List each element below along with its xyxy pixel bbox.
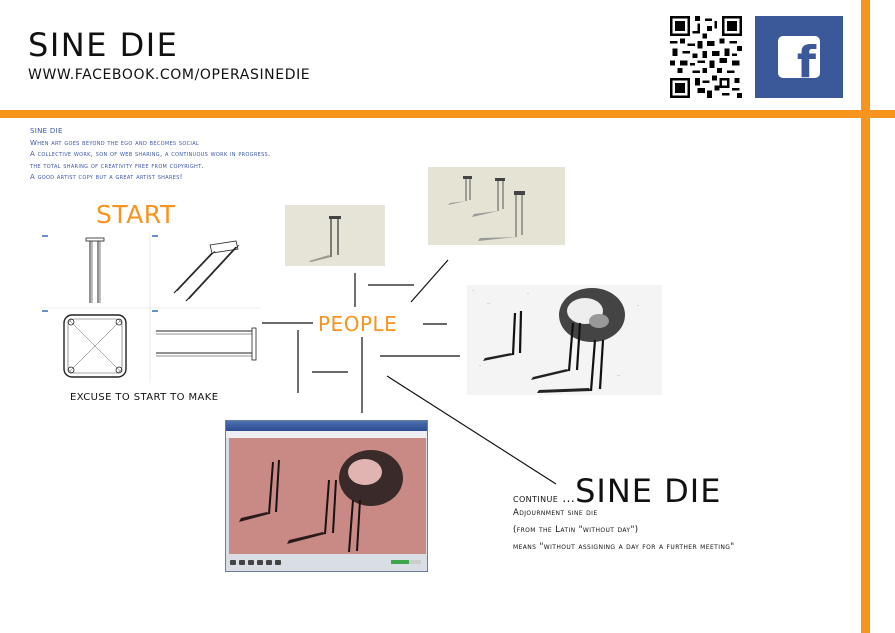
definition-line: Adjournment sine die bbox=[513, 508, 598, 518]
excuse-caption: EXCUSE TO START TO MAKE bbox=[70, 392, 219, 403]
player-titlebar bbox=[226, 421, 427, 431]
intro-line: the total sharing of creativity free fro… bbox=[30, 161, 204, 170]
previous-icon bbox=[239, 559, 245, 565]
volume-bar bbox=[391, 560, 421, 564]
sculptures-photo-group bbox=[428, 167, 565, 245]
continue-heading: continue ...SINE DIE bbox=[513, 472, 721, 510]
definition-line: means "without assigning a day for a fur… bbox=[513, 542, 735, 552]
definition-line: (from the Latin "without day") bbox=[513, 525, 639, 535]
intro-line: When art goes beyond the ego and becomes… bbox=[30, 138, 200, 147]
playlist-icon bbox=[275, 559, 281, 565]
start-label: START bbox=[96, 200, 176, 229]
sculptures-photo-highcontrast bbox=[467, 285, 662, 395]
fullscreen-icon bbox=[266, 559, 272, 565]
play-icon bbox=[230, 559, 236, 565]
facebook-url[interactable]: WWW.FACEBOOK.COM/OPERASINEDIE bbox=[28, 67, 311, 83]
horizontal-accent-bar bbox=[0, 110, 895, 118]
cad-drawings-image bbox=[40, 233, 260, 383]
continue-title: SINE DIE bbox=[575, 472, 722, 510]
people-label: PEOPLE bbox=[318, 312, 398, 336]
player-menu-bar bbox=[226, 431, 427, 438]
facebook-logo-mark: f bbox=[778, 36, 820, 78]
intro-line: A good artist copy but a great artist sh… bbox=[30, 173, 183, 181]
continue-prefix: continue ... bbox=[513, 491, 576, 505]
vertical-accent-bar bbox=[861, 0, 870, 633]
intro-line: SINE DIE bbox=[30, 127, 63, 135]
sculpture-photo-small bbox=[285, 205, 385, 266]
facebook-icon[interactable]: f bbox=[755, 16, 843, 98]
player-controls bbox=[226, 554, 427, 570]
adjournment-definition: Adjournment sine die (from the Latin "wi… bbox=[513, 505, 735, 556]
facebook-glyph: f bbox=[796, 37, 816, 79]
qr-code-icon bbox=[670, 16, 742, 98]
player-video-frame bbox=[229, 438, 426, 554]
intro-line: A collective work, son of web sharing, a… bbox=[30, 150, 271, 158]
next-icon bbox=[257, 559, 263, 565]
media-player-screenshot bbox=[225, 420, 428, 572]
intro-text-block: SINE DIE When art goes beyond the ego an… bbox=[30, 126, 271, 184]
page-title: SINE DIE bbox=[28, 26, 179, 64]
stop-icon bbox=[248, 559, 254, 565]
